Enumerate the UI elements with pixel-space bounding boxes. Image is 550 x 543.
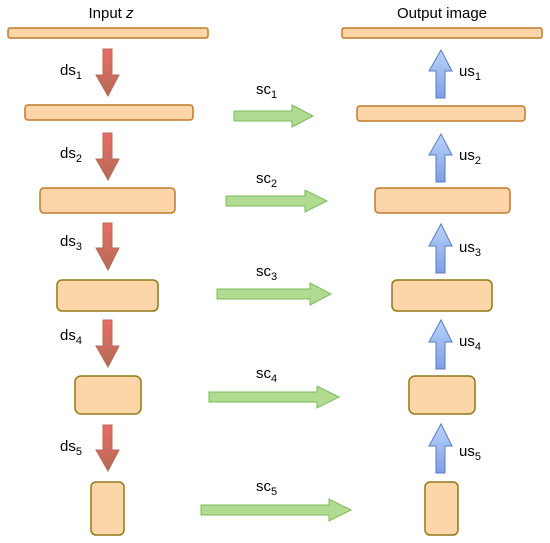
decoder-box-3	[391, 279, 493, 312]
ds-label-4: ds4	[60, 327, 82, 347]
decoder-box-1	[356, 105, 526, 122]
us-label-3: us3	[459, 239, 481, 259]
output-title: Output image	[397, 5, 487, 22]
skip-arrow-4	[208, 385, 341, 409]
input-title: Input z	[88, 5, 134, 22]
us-label-2: us2	[459, 147, 481, 167]
downsample-arrow-3	[95, 222, 120, 272]
encoder-box-2	[39, 187, 176, 214]
decoder-box-5	[424, 481, 459, 536]
decoder-box-0	[341, 27, 543, 39]
upsample-arrow-4	[428, 318, 453, 370]
upsample-arrow-2	[428, 132, 453, 183]
sc-label-5: sc5	[256, 478, 277, 498]
sc-label-1: sc1	[256, 81, 277, 101]
ds-label-3: ds3	[60, 233, 82, 253]
skip-arrow-2	[225, 189, 329, 213]
encoder-box-5	[90, 481, 125, 536]
downsample-arrow-1	[95, 48, 120, 98]
upsample-arrow-3	[428, 222, 453, 274]
encoder-box-4	[74, 375, 142, 415]
sc-label-3: sc3	[256, 263, 277, 283]
sc-label-2: sc2	[256, 170, 277, 190]
encoder-box-3	[56, 279, 159, 312]
encoder-box-0	[7, 27, 209, 39]
us-label-4: us4	[459, 333, 481, 353]
us-label-1: us1	[459, 63, 481, 83]
upsample-arrow-5	[428, 422, 453, 474]
downsample-arrow-2	[95, 132, 120, 182]
ds-label-1: ds1	[60, 62, 82, 82]
skip-arrow-5	[200, 498, 353, 522]
us-label-5: us5	[459, 443, 481, 463]
ds-label-5: ds5	[60, 438, 82, 458]
skip-arrow-3	[216, 282, 333, 306]
ds-label-2: ds2	[60, 145, 82, 165]
decoder-box-2	[374, 187, 511, 214]
sc-label-4: sc4	[256, 365, 277, 385]
decoder-box-4	[408, 375, 476, 415]
downsample-arrow-5	[95, 424, 120, 473]
skip-arrow-1	[233, 104, 315, 128]
downsample-arrow-4	[95, 319, 120, 369]
upsample-arrow-1	[428, 48, 453, 99]
encoder-box-1	[24, 104, 194, 121]
